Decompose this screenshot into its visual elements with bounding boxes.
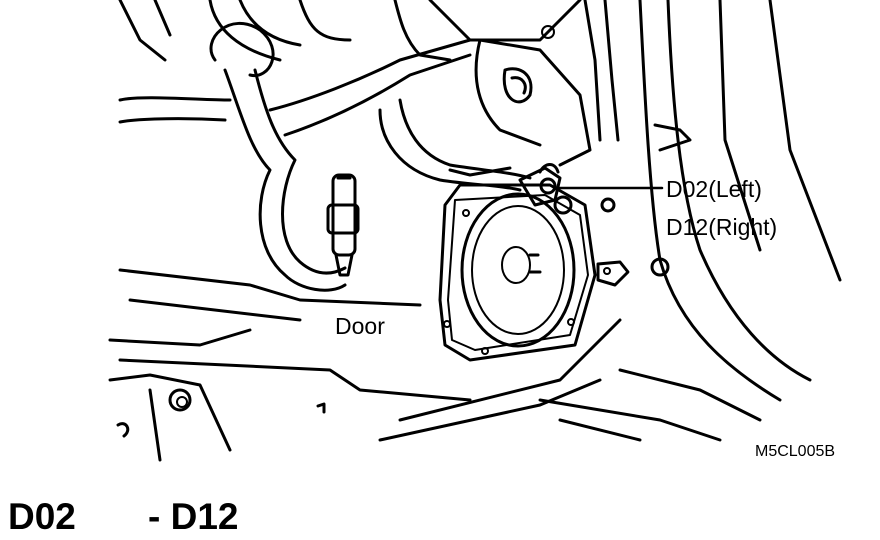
figure-code: M5CL005B (755, 443, 836, 460)
door-label: Door (335, 313, 385, 339)
door-trim-panel (474, 38, 592, 167)
callout-label-right: D12(Right) (666, 214, 778, 240)
door-lock-rod (326, 173, 360, 277)
wiring-harness (118, 22, 532, 292)
connector-caption: D02 - D12 (8, 498, 238, 535)
door-speaker-diagram (108, 0, 842, 462)
callout-label-left: D02(Left) (666, 176, 762, 202)
upper-frame-lines (118, 0, 620, 142)
door-lower-structure (108, 268, 762, 462)
caption-part-a: D02 (8, 496, 76, 537)
caption-part-b: - D12 (148, 496, 239, 537)
speaker-assembly (438, 183, 597, 362)
door-edge-pillar (596, 0, 842, 402)
